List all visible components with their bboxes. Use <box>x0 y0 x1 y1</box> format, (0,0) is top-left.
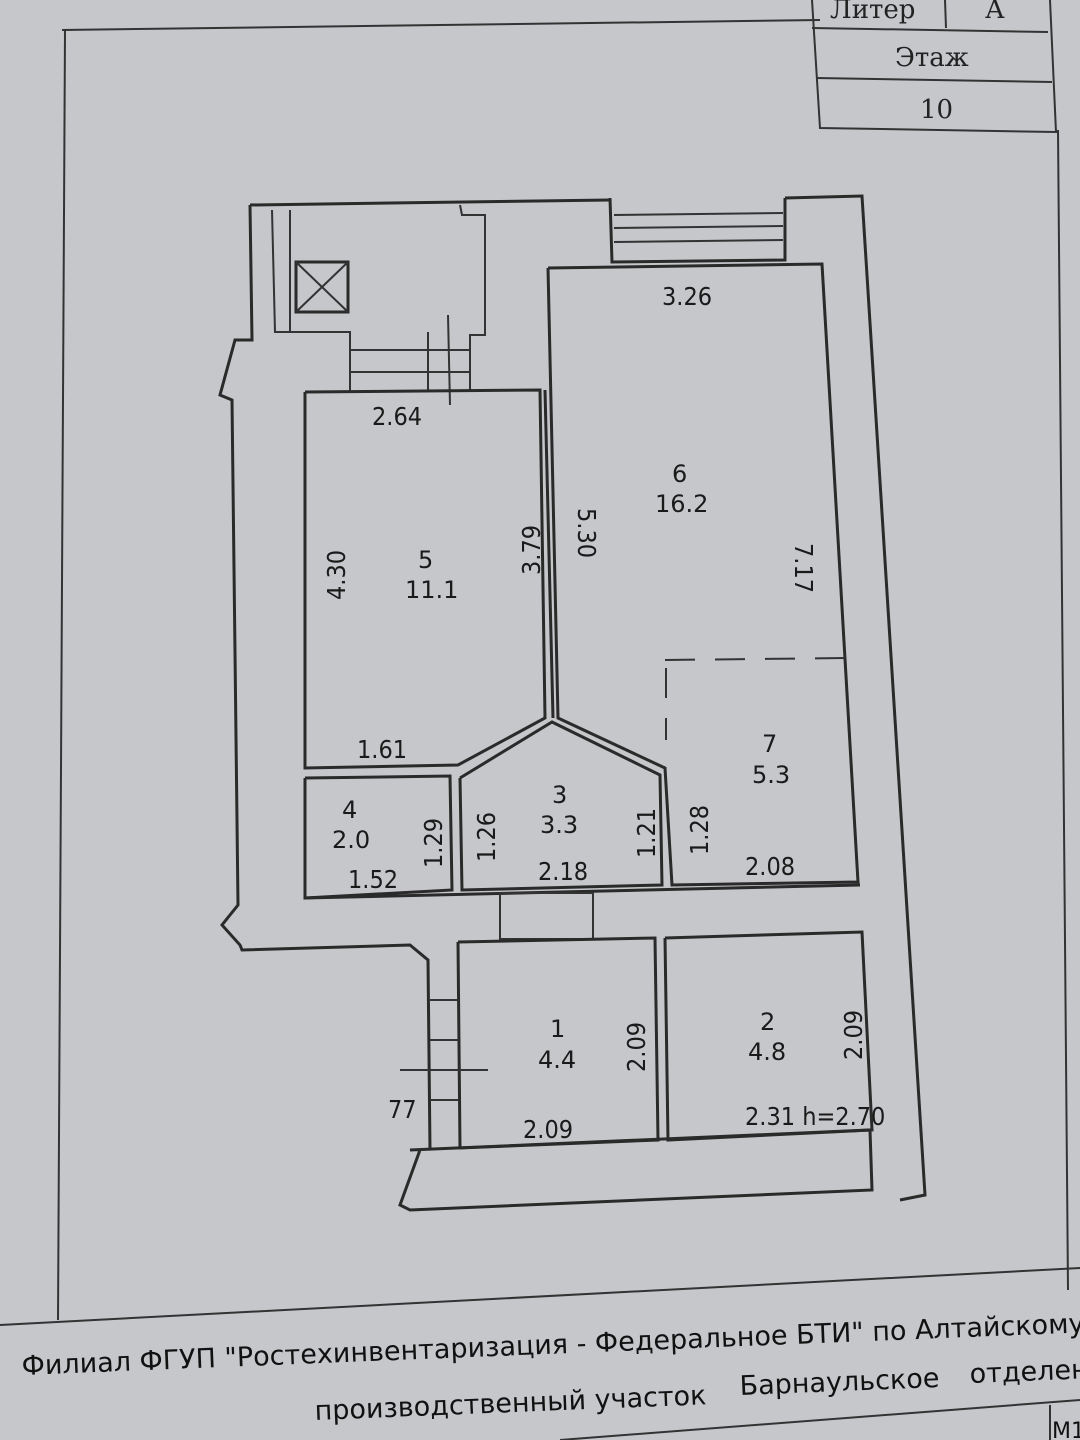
room-7-area: 5.3 <box>752 761 790 789</box>
floor-value: 10 <box>920 95 953 125</box>
frame-top-line <box>61 19 821 31</box>
room-6-number: 6 <box>672 460 687 488</box>
room-5 <box>303 388 547 770</box>
liter-value: А <box>985 0 1005 25</box>
dim-5-top: 2.64 <box>372 402 422 431</box>
elevator-shaft <box>271 204 486 406</box>
room-2-number: 2 <box>760 1008 775 1036</box>
footer-top-line <box>0 1267 1080 1326</box>
footer-bottom-line <box>559 1399 1080 1440</box>
stair-label: 77 <box>388 1095 417 1124</box>
dim-6-right: 7.17 <box>789 543 818 593</box>
frame-left-line <box>57 29 66 1321</box>
dim-7-bottom: 2.08 <box>745 852 795 881</box>
room-6 <box>543 262 860 887</box>
dim-5-right: 3.79 <box>517 525 546 575</box>
dim-6-left: 5.30 <box>572 508 601 558</box>
liter-label: Литер <box>830 0 915 25</box>
dim-5-bottom: 1.61 <box>357 735 407 764</box>
dim-3-left: 1.26 <box>472 812 501 862</box>
room-4-number: 4 <box>342 796 357 824</box>
room-3-area: 3.3 <box>540 811 578 839</box>
floor-label: Этаж <box>895 43 969 73</box>
room-3-number: 3 <box>552 781 567 809</box>
room-7-number: 7 <box>762 730 777 758</box>
room-1-2 <box>400 930 874 1150</box>
room-4-area: 2.0 <box>332 826 370 854</box>
dim-3-right: 1.21 <box>632 808 661 858</box>
dim-2-bottom: 2.31 h=2.70 <box>745 1102 885 1131</box>
dim-7-left: 1.28 <box>685 805 714 855</box>
room-5-number: 5 <box>418 546 433 574</box>
dim-3-bottom: 2.18 <box>538 857 588 886</box>
dim-2-right: 2.09 <box>839 1010 868 1060</box>
room-1-number: 1 <box>550 1015 565 1043</box>
dim-4-right: 1.29 <box>419 818 448 868</box>
room-1-area: 4.4 <box>538 1046 576 1074</box>
dim-1-right: 2.09 <box>622 1022 651 1072</box>
stamp-table: Литер А Этаж 10 <box>811 0 1058 134</box>
room-2-area: 4.8 <box>748 1038 786 1066</box>
footer-line-2c: отделен <box>969 1354 1080 1390</box>
room-5-area: 11.1 <box>405 576 458 604</box>
dim-5-left: 4.30 <box>322 550 351 600</box>
dim-4-bottom: 1.52 <box>348 865 398 894</box>
room-6-area: 16.2 <box>655 490 708 518</box>
room-3-4 <box>303 720 861 940</box>
footer-corner: М1 <box>1052 1419 1080 1440</box>
frame-right-line <box>1057 129 1069 1291</box>
footer-line-2a: производственный участок <box>314 1380 707 1427</box>
footer-line-2b: Барнаульское <box>739 1363 940 1402</box>
dim-1-bottom: 2.09 <box>523 1115 573 1144</box>
dim-6-top: 3.26 <box>662 282 712 311</box>
footer-title-block: Филиал ФГУП "Ростехинвентаризация - Феде… <box>21 1307 1080 1440</box>
